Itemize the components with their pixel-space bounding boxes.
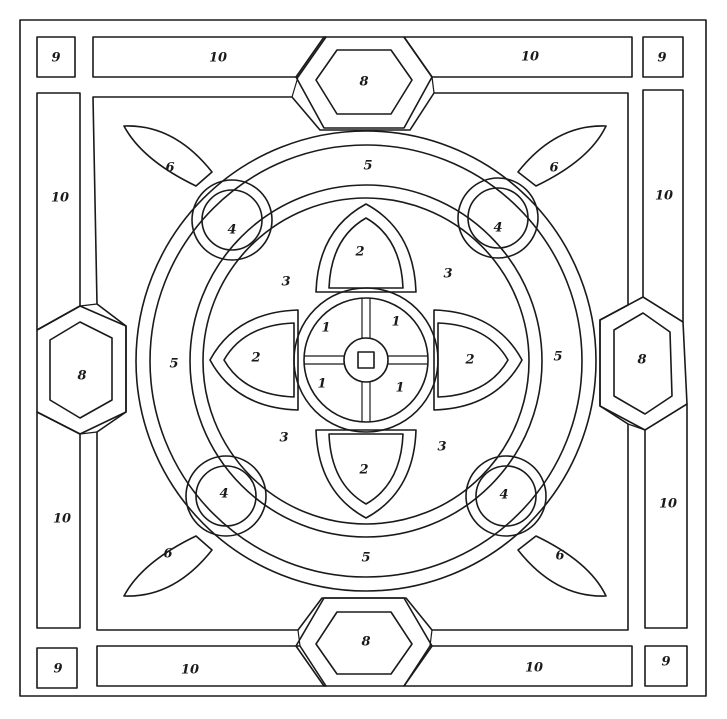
label-petal-2-right: 2 xyxy=(464,353,474,368)
border-panel-left-top xyxy=(37,93,80,330)
labels: 9 9 9 9 10 10 10 10 10 10 10 10 8 8 8 8 … xyxy=(51,50,677,678)
label-leaf-6-bottom-right: 6 xyxy=(555,549,564,564)
label-circle-4-top-left: 4 xyxy=(227,223,236,238)
label-corner-9-top-right: 9 xyxy=(657,51,666,66)
middle-ring-outer xyxy=(190,185,542,537)
label-hexagon-8-bottom: 8 xyxy=(361,635,370,650)
label-petal-2-left: 2 xyxy=(250,351,260,366)
border-panel-right-bottom xyxy=(645,404,687,628)
label-petal-2-bottom: 2 xyxy=(358,463,368,478)
label-hexagon-8-right: 8 xyxy=(637,353,646,368)
label-border-10-top-right: 10 xyxy=(521,50,539,65)
label-circle-4-bottom-right: 4 xyxy=(499,488,508,503)
label-border-10-bottom-left: 10 xyxy=(181,663,199,678)
label-band-5-left: 5 xyxy=(169,357,178,372)
label-segment-3-top-left: 3 xyxy=(281,275,290,290)
label-border-10-bottom-right: 10 xyxy=(525,661,543,676)
petal-top xyxy=(316,204,416,292)
center-hub xyxy=(344,338,388,382)
label-center-1-top-right: 1 xyxy=(391,315,400,330)
label-segment-3-bottom-right: 3 xyxy=(437,440,446,455)
leaf-top-left xyxy=(124,126,212,186)
label-band-5-top: 5 xyxy=(363,159,372,174)
label-center-1-bottom-left: 1 xyxy=(317,377,326,392)
label-leaf-6-top-left: 6 xyxy=(165,161,174,176)
border-panel-top-right xyxy=(404,37,632,77)
label-corner-9-bottom-right: 9 xyxy=(661,655,670,670)
leaf-bottom-left xyxy=(124,536,212,596)
label-band-5-bottom: 5 xyxy=(361,551,370,566)
petal-right xyxy=(434,310,522,410)
label-center-1-bottom-right: 1 xyxy=(395,381,404,396)
label-hexagon-8-left: 8 xyxy=(77,369,86,384)
label-band-5-right: 5 xyxy=(553,350,562,365)
label-border-10-left-bottom: 10 xyxy=(53,512,71,527)
label-border-10-left-top: 10 xyxy=(51,191,69,206)
border-panel-bottom-left xyxy=(97,646,326,686)
label-center-1-top-left: 1 xyxy=(321,321,330,336)
label-border-10-right-top: 10 xyxy=(655,189,673,204)
leaf-bottom-right xyxy=(518,536,606,596)
label-corner-9-top-left: 9 xyxy=(51,51,60,66)
center-square xyxy=(358,352,374,368)
outer-ring-outer xyxy=(136,131,596,591)
outer-ring-inner xyxy=(150,145,582,577)
border-panel-right-top xyxy=(643,90,683,322)
label-segment-3-top-right: 3 xyxy=(443,267,452,282)
label-hexagon-8-top: 8 xyxy=(359,75,368,90)
outer-frame xyxy=(20,20,706,696)
label-petal-2-top: 2 xyxy=(354,245,364,260)
center-circle-outer xyxy=(294,288,438,432)
center-circle-inner xyxy=(304,298,428,422)
label-circle-4-bottom-left: 4 xyxy=(219,487,228,502)
leaf-top-right xyxy=(518,126,606,186)
label-leaf-6-bottom-left: 6 xyxy=(163,547,172,562)
label-corner-9-bottom-left: 9 xyxy=(53,662,62,677)
label-border-10-top-left: 10 xyxy=(209,51,227,66)
border-panel-bottom-right xyxy=(404,646,632,686)
label-segment-3-bottom-left: 3 xyxy=(279,431,288,446)
label-circle-4-top-right: 4 xyxy=(493,221,502,236)
label-leaf-6-top-right: 6 xyxy=(549,161,558,176)
label-border-10-right-bottom: 10 xyxy=(659,497,677,512)
